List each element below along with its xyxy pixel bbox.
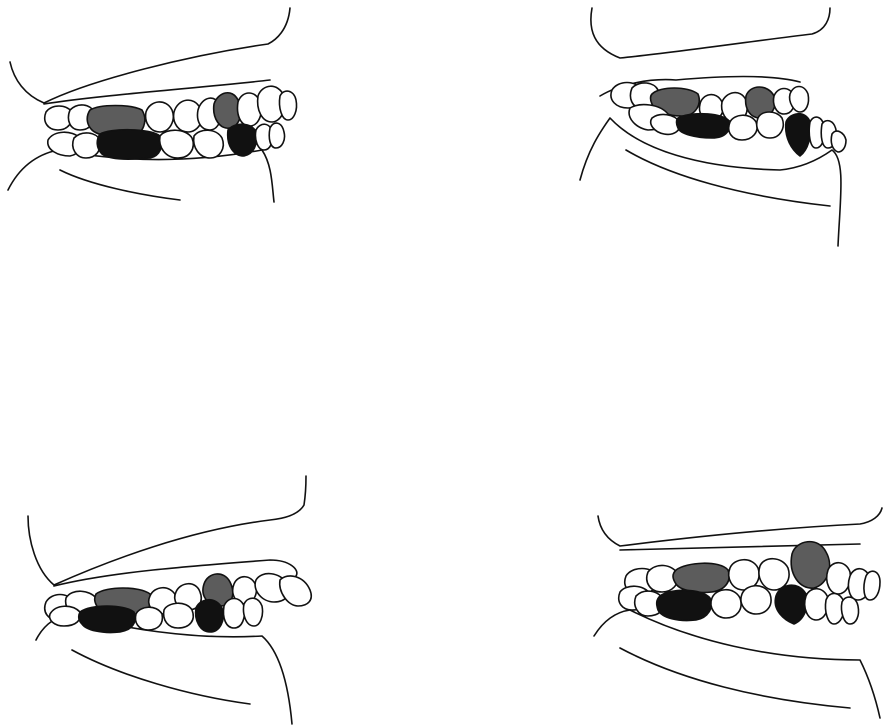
lower-lip-outline	[594, 610, 880, 718]
lower-tooth	[194, 130, 224, 158]
lower-molar-marked	[677, 114, 730, 138]
lower-tooth	[136, 607, 163, 630]
lower-premolar-marked	[228, 124, 257, 156]
upper-incisor	[280, 576, 312, 606]
lower-tooth	[757, 112, 784, 138]
lower-molar-marked	[657, 590, 712, 620]
upper-incisor	[864, 571, 880, 600]
lower-incisor	[841, 597, 858, 624]
lower-lip-outline	[36, 614, 292, 724]
upper-tooth	[759, 559, 789, 590]
lower-molar-marked	[97, 130, 161, 159]
panel-top-right	[580, 8, 846, 246]
chin-line	[626, 150, 830, 206]
lower-tooth	[729, 115, 757, 140]
lower-tooth	[160, 130, 194, 158]
lower-canine-marked	[786, 114, 811, 156]
upper-molar-marked	[673, 563, 729, 592]
panel-bottom-right	[594, 508, 882, 718]
chin-line	[620, 648, 850, 708]
lower-molar-marked	[79, 606, 136, 633]
lower-incisor	[243, 598, 262, 626]
lower-incisor	[269, 123, 284, 148]
lower-premolar-marked	[775, 585, 807, 624]
upper-tooth	[827, 563, 851, 594]
chin-line	[60, 170, 180, 200]
upper-tooth	[790, 87, 809, 113]
lower-incisor	[831, 131, 846, 152]
lower-tooth	[50, 606, 81, 626]
lower-tooth	[741, 586, 771, 614]
lower-tooth	[73, 133, 101, 158]
lower-tooth	[164, 603, 194, 628]
upper-incisor	[279, 91, 296, 120]
upper-lip-outline	[598, 508, 882, 546]
lower-tooth	[223, 599, 244, 629]
panel-bottom-left	[28, 476, 311, 724]
panel-top-left	[8, 8, 297, 202]
chin-line	[72, 650, 250, 704]
upper-lip-outline	[591, 8, 830, 58]
upper-tooth	[146, 102, 174, 132]
upper-canine-marked	[791, 542, 829, 589]
upper-lip-outline	[10, 8, 290, 103]
lower-tooth	[711, 590, 741, 618]
lower-premolar-marked	[196, 600, 224, 632]
